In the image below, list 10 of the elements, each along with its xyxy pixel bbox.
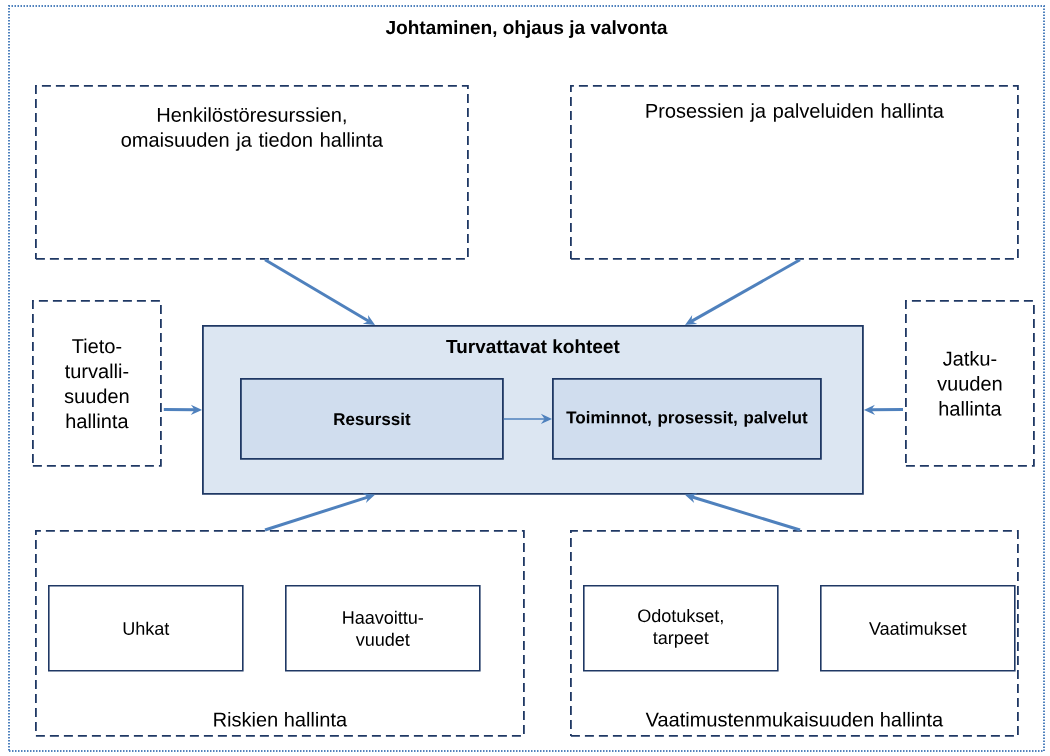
process-box: Vaatimukset xyxy=(820,585,1016,672)
process-box: Odotukset, tarpeet xyxy=(583,585,779,672)
dashed-box: Henkilöstöresurssien, omaisuuden ja tiedon hallinta xyxy=(35,85,469,260)
dashed-box: Jatku- vuuden hallinta xyxy=(905,300,1035,467)
process-box: Uhkat xyxy=(48,585,244,672)
process-box: Toiminnot, prosessit, palvelut xyxy=(552,378,822,460)
dashed-box: Prosessien ja palveluiden hallinta xyxy=(570,85,1019,260)
dashed-box: Tieto- turvalli- suuden hallinta xyxy=(32,300,162,467)
process-box: Haavoittu- vuudet xyxy=(285,585,481,672)
process-box: Resurssit xyxy=(240,378,504,460)
